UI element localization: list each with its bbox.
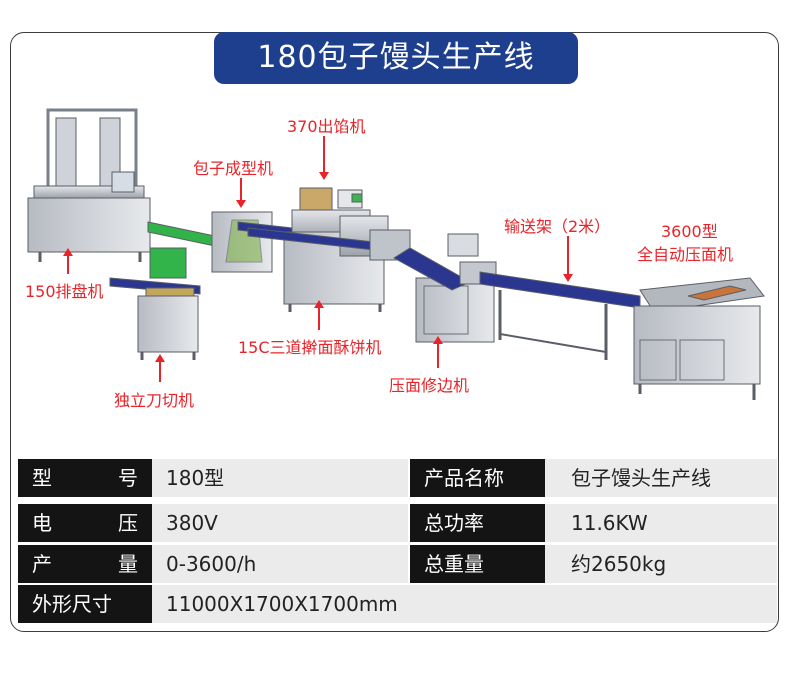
spec-output-key: 产量 — [18, 545, 152, 583]
spec-voltage-key: 电压 — [18, 504, 152, 542]
label-cutter: 独立刀切机 — [114, 391, 195, 410]
arrow-370-filler — [319, 136, 329, 180]
spec-voltage-value: 380V — [152, 504, 408, 542]
label-tray-machine: 150排盘机 — [25, 282, 104, 301]
label-conveyor: 输送架（2米） — [504, 217, 611, 236]
arrow-tray-machine — [63, 248, 73, 274]
spec-size-value: 11000X1700X1700mm — [152, 585, 777, 623]
label-press-model: 3600型 — [661, 222, 718, 241]
spec-weight-key: 总重量 — [410, 545, 545, 583]
page-title: 180包子馒头生产线 — [214, 32, 578, 84]
spec-size-key: 外形尺寸 — [18, 585, 152, 623]
spec-power-value: 11.6KW — [545, 504, 777, 542]
spec-weight-value: 约2650kg — [545, 545, 777, 583]
label-370-filler: 370出馅机 — [287, 117, 366, 136]
label-forming-machine: 包子成型机 — [193, 159, 274, 178]
label-trim-machine: 压面修边机 — [389, 376, 470, 395]
arrow-conveyor — [563, 236, 573, 282]
spec-model-value: 180型 — [152, 459, 408, 497]
arrow-forming-machine — [236, 178, 246, 208]
label-sheeter: 15C三道擀面酥饼机 — [238, 338, 382, 357]
spec-output-value: 0-3600/h — [152, 545, 408, 583]
spec-product-value: 包子馒头生产线 — [545, 459, 777, 497]
spec-model-key: 型号 — [18, 459, 152, 497]
arrow-trim-machine — [433, 336, 443, 368]
spec-power-key: 总功率 — [410, 504, 545, 542]
production-line-illustration — [27, 108, 765, 400]
arrow-sheeter — [314, 300, 324, 330]
label-press-name: 全自动压面机 — [637, 245, 734, 264]
spec-product-key: 产品名称 — [410, 459, 545, 497]
arrow-cutter — [155, 354, 165, 382]
